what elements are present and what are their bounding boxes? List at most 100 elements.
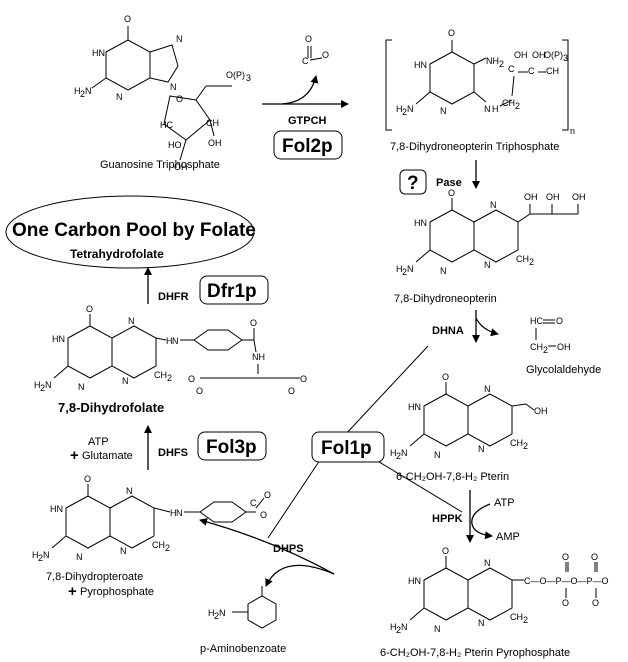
svg-text:2: 2 — [396, 451, 401, 461]
svg-text:H: H — [34, 380, 41, 390]
svg-text:O: O — [86, 304, 93, 314]
enzyme-pase: Pase — [436, 177, 462, 189]
label-atp-hppk: ATP — [494, 497, 515, 509]
one-carbon-pool-ellipse — [5, 195, 255, 269]
svg-text:N: N — [170, 82, 177, 92]
enzyme-dhfs: DHFS — [158, 447, 188, 459]
svg-text:N: N — [484, 558, 491, 568]
svg-text:CH: CH — [154, 370, 167, 380]
svg-text:2: 2 — [40, 383, 45, 393]
svg-text:O: O — [288, 386, 295, 396]
svg-text:OH: OH — [534, 406, 548, 416]
svg-text:N: N — [490, 200, 497, 210]
svg-text:2: 2 — [499, 59, 504, 69]
svg-text:HN: HN — [92, 48, 105, 58]
label-atp-dhfs: ATP — [88, 436, 109, 448]
svg-text:2: 2 — [396, 625, 401, 635]
svg-text:O: O — [188, 374, 195, 384]
svg-text:OH: OH — [572, 192, 586, 202]
svg-text:CH: CH — [206, 118, 219, 128]
svg-text:n: n — [570, 126, 575, 136]
svg-text:C—O—P—O—P—O: C—O—P—O—P—O — [524, 576, 609, 586]
unknown-protein: ? — [407, 173, 419, 194]
svg-text:2: 2 — [515, 101, 520, 111]
svg-text:2: 2 — [523, 441, 528, 451]
svg-text:HN: HN — [408, 402, 421, 412]
svg-text:H: H — [396, 264, 403, 274]
svg-text:O: O — [196, 386, 203, 396]
svg-text:HN: HN — [414, 218, 427, 228]
svg-text:O: O — [448, 188, 455, 198]
svg-text:N: N — [440, 106, 447, 116]
protein-fol3p-box — [197, 431, 267, 461]
svg-text:N: N — [219, 608, 226, 618]
enzyme-gtpch: GTPCH — [288, 115, 327, 127]
pool-title: One Carbon Pool by Folate — [12, 220, 256, 241]
label-gtp: Guanosine Triphosphate — [100, 159, 220, 171]
svg-text:2: 2 — [523, 615, 528, 625]
svg-text:O: O — [562, 552, 569, 562]
label-dhf: 7,8-Dihydrofolate — [58, 400, 164, 415]
svg-text:N: N — [440, 266, 447, 276]
connector-fol1p-dhps — [267, 459, 321, 539]
protein-fol2p: Fol2p — [282, 136, 333, 157]
svg-text:O: O — [592, 598, 599, 608]
svg-text:3: 3 — [246, 73, 251, 83]
enzyme-dhfr: DHFR — [158, 291, 189, 303]
svg-text:H: H — [396, 104, 403, 114]
protein-fol1p: Fol1p — [321, 438, 372, 459]
plus-glutamate: + — [70, 447, 79, 464]
svg-text:N: N — [484, 384, 491, 394]
arrow-dhps — [199, 518, 335, 575]
svg-text:H: H — [492, 104, 499, 114]
svg-text:CH: CH — [502, 98, 515, 108]
label-glycolaldehyde: Glycolaldehyde — [526, 364, 601, 376]
label-pyrophosphate: Pyrophosphate — [80, 586, 154, 598]
svg-text:O: O — [124, 14, 131, 24]
svg-text:O: O — [176, 94, 183, 104]
svg-text:O: O — [84, 474, 91, 484]
plus-pyrophosphate: + — [68, 583, 77, 600]
svg-text:O: O — [448, 28, 455, 38]
svg-text:O: O — [442, 372, 449, 382]
svg-text:H: H — [390, 622, 397, 632]
svg-text:2: 2 — [402, 267, 407, 277]
svg-text:HC: HC — [530, 316, 543, 326]
svg-text:2: 2 — [80, 89, 85, 99]
arrow-formate-out — [281, 75, 319, 105]
svg-text:N: N — [126, 486, 133, 496]
arrow-pab-in — [265, 564, 335, 587]
svg-text:O: O — [300, 374, 307, 384]
svg-text:H: H — [170, 508, 177, 518]
svg-text:HN: HN — [50, 504, 63, 514]
svg-text:2: 2 — [529, 257, 534, 267]
svg-text:N: N — [478, 618, 485, 628]
protein-fol2p-box — [273, 130, 343, 160]
svg-text:N: N — [78, 382, 85, 392]
svg-text:2: 2 — [402, 107, 407, 117]
svg-text:N: N — [128, 316, 135, 326]
label-dhnp-tp: 7,8-Dihydroneopterin Triphosphate — [390, 141, 559, 153]
svg-text:N: N — [401, 622, 408, 632]
svg-text:C: C — [508, 64, 515, 74]
svg-text:N: N — [176, 508, 183, 518]
svg-text:HN: HN — [408, 576, 421, 586]
svg-text:O(P): O(P) — [226, 70, 245, 80]
label-glutamate: Glutamate — [82, 450, 133, 462]
svg-text:HO: HO — [168, 140, 182, 150]
svg-text:O: O — [305, 34, 312, 44]
svg-text:N: N — [176, 34, 183, 44]
svg-text:N: N — [122, 376, 129, 386]
svg-text:O: O — [591, 552, 598, 562]
enzyme-dhna: DHNA — [432, 325, 464, 337]
svg-text:N: N — [434, 450, 441, 460]
svg-text:OH: OH — [532, 50, 546, 60]
svg-text:N: N — [401, 448, 408, 458]
svg-text:NH: NH — [486, 56, 499, 66]
svg-text:OH: OH — [557, 342, 571, 352]
